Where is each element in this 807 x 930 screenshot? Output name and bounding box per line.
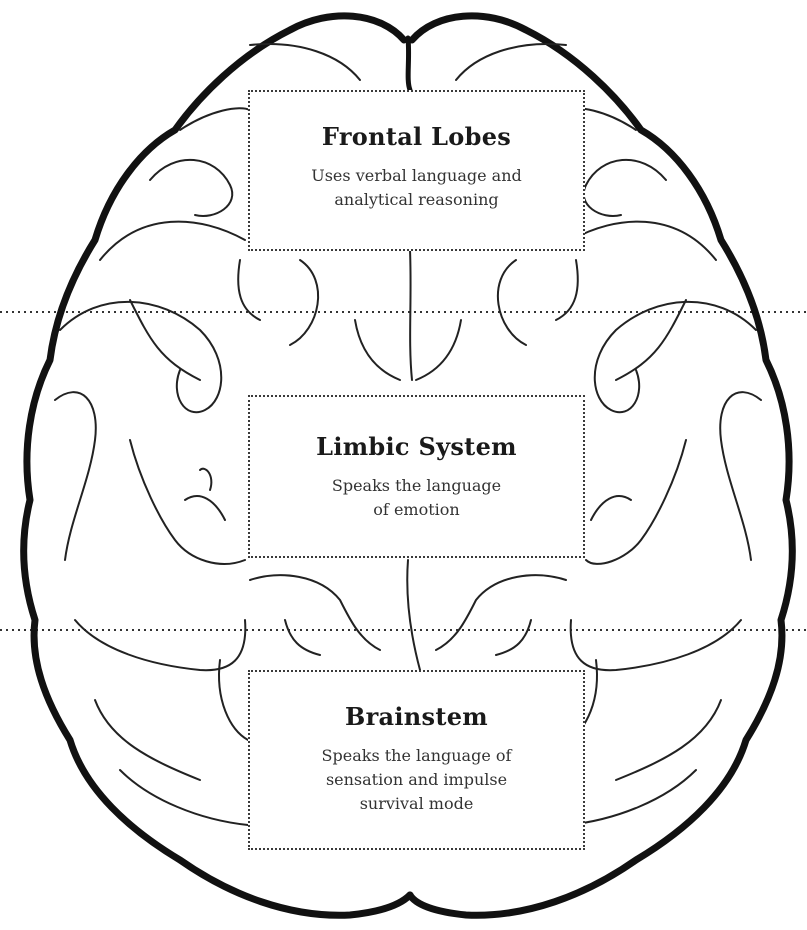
limbic-system-desc-line: of emotion bbox=[373, 500, 460, 519]
brainstem-desc-line: survival mode bbox=[359, 794, 474, 813]
brain-folds bbox=[54, 43, 762, 826]
frontal-lobes-description: Uses verbal language and analytical reas… bbox=[250, 164, 583, 212]
frontal-lobes-desc-line: analytical reasoning bbox=[334, 190, 499, 209]
limbic-system-box: Limbic System Speaks the language of emo… bbox=[248, 395, 585, 558]
brainstem-desc-line: sensation and impulse bbox=[325, 770, 508, 789]
frontal-lobes-title: Frontal Lobes bbox=[321, 122, 512, 151]
brainstem-box: Brainstem Speaks the language of sensati… bbox=[248, 670, 585, 850]
limbic-system-desc-line: Speaks the language bbox=[331, 476, 502, 495]
brainstem-desc-line: Speaks the language of bbox=[321, 746, 512, 765]
frontal-lobes-box: Frontal Lobes Uses verbal language and a… bbox=[248, 90, 585, 251]
brain-outline bbox=[20, 12, 796, 919]
brainstem-title: Brainstem bbox=[344, 702, 488, 731]
brainstem-description: Speaks the language of sensation and imp… bbox=[250, 744, 583, 816]
limbic-system-title: Limbic System bbox=[316, 432, 517, 461]
frontal-lobes-desc-line: Uses verbal language and bbox=[311, 166, 522, 185]
limbic-system-description: Speaks the language of emotion bbox=[250, 474, 583, 522]
